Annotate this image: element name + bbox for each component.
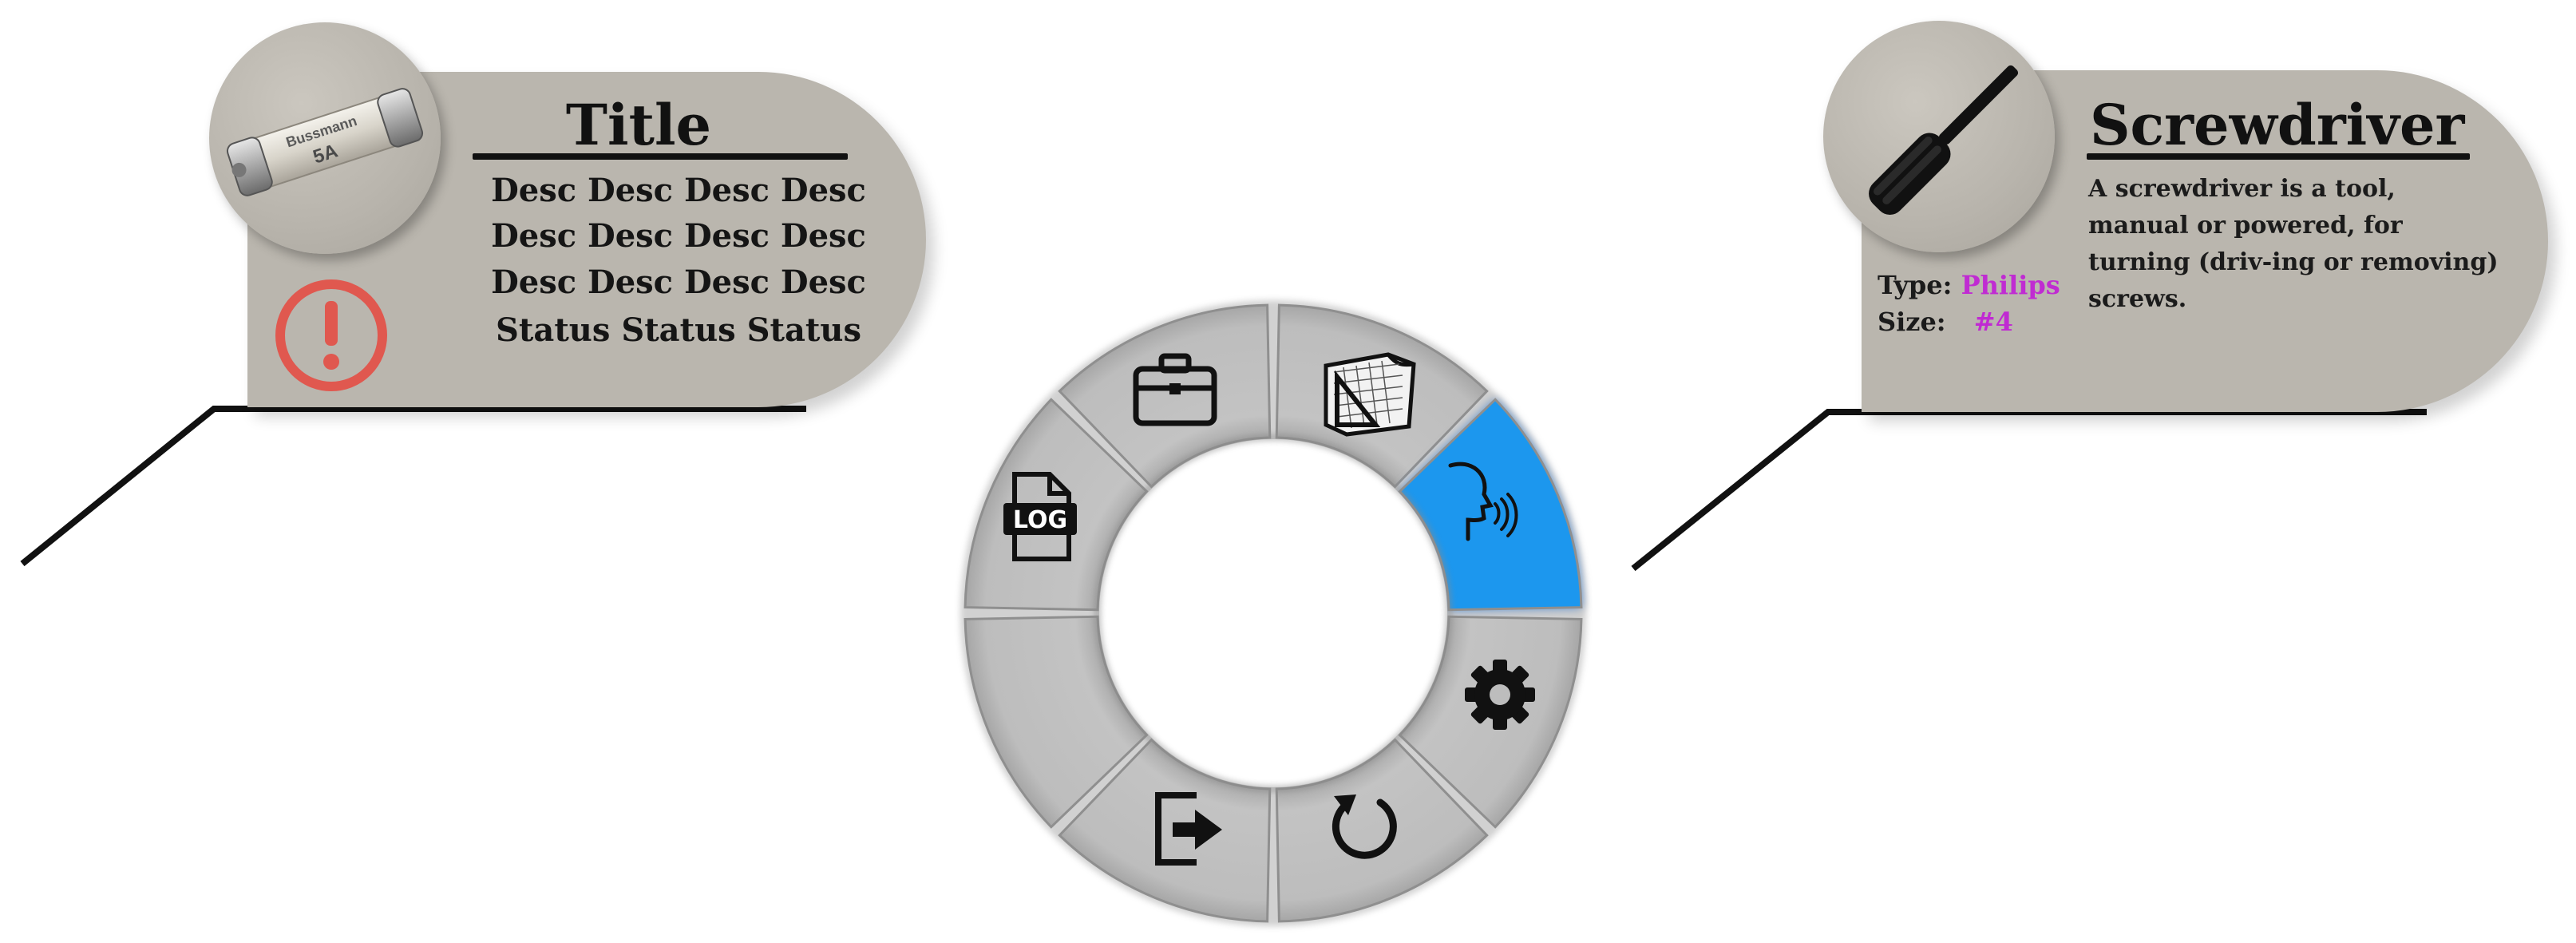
left-callout-connector <box>20 406 806 567</box>
left-callout-image-badge: Bussmann 5A <box>209 22 441 254</box>
size-row: Size: #4 <box>1878 307 2013 337</box>
gear-icon[interactable] <box>1460 655 1540 735</box>
alert-circle-icon <box>275 279 387 391</box>
desc-line-3: Desc Desc Desc Desc <box>491 263 866 301</box>
voice-command-icon[interactable] <box>1433 458 1521 553</box>
desc-line-1: Desc Desc Desc Desc <box>491 172 866 209</box>
refresh-icon[interactable] <box>1324 785 1404 865</box>
left-title-rule <box>473 153 848 160</box>
status-line: Status Status Status <box>496 311 861 349</box>
size-label: Size: <box>1878 307 1946 337</box>
toolbox-icon[interactable] <box>1131 350 1219 430</box>
desc-line-2: Desc Desc Desc Desc <box>491 217 866 255</box>
log-label: LOG <box>1013 506 1067 534</box>
right-callout-title: Screwdriver <box>2090 92 2465 158</box>
right-callout-connector <box>1631 409 2427 572</box>
type-label: Type: <box>1878 270 1953 300</box>
radial-menu-ring <box>960 300 1586 926</box>
fuse-icon: Bussmann 5A <box>226 88 424 196</box>
right-callout-image-badge <box>1823 21 2055 252</box>
right-title-rule <box>2087 153 2470 160</box>
left-callout-title: Title <box>565 92 712 158</box>
blueprint-icon[interactable] <box>1320 348 1423 440</box>
log-file-icon[interactable]: LOG <box>1000 470 1080 565</box>
left-callout-description: Desc Desc Desc Desc Desc Desc Desc Desc … <box>471 168 886 359</box>
type-value: Philips <box>1961 270 2060 300</box>
screwdriver-icon <box>1869 65 2019 215</box>
radial-menu: LOG <box>954 294 1593 933</box>
size-value: #4 <box>1973 307 2013 337</box>
type-row: Type: Philips <box>1878 270 2060 300</box>
exit-icon[interactable] <box>1149 789 1229 869</box>
right-callout-description: A screwdriver is a tool, manual or power… <box>2088 175 2499 313</box>
